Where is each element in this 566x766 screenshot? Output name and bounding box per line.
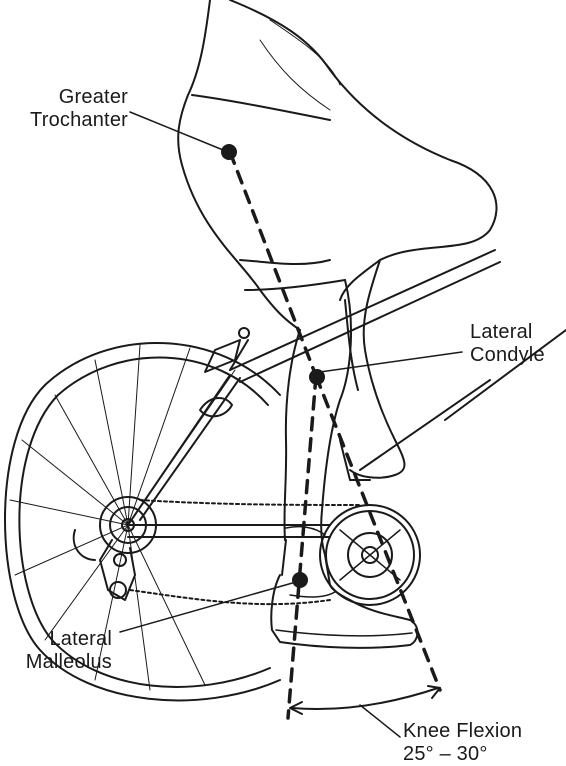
lateral-condyle-label-line2: Condyle — [470, 344, 545, 366]
alignment-lines — [228, 150, 442, 720]
greater-trochanter-dot — [221, 144, 237, 160]
arc-arrowhead-left — [289, 701, 303, 715]
greater-trochanter-label-line1: Greater — [58, 86, 128, 108]
knee-flexion-arc — [291, 687, 439, 711]
lateral-malleolus-label: Lateral Malleolus — [20, 628, 112, 674]
knee-flexion-label-line1: Knee Flexion — [403, 720, 523, 742]
lateral-malleolus-label-line2: Malleolus — [25, 651, 112, 673]
rider-thigh — [177, 0, 498, 331]
lateral-malleolus-label-line1: Lateral — [49, 628, 112, 650]
rider-near-leg — [281, 279, 353, 586]
knee-flexion-label-line2: 25° – 30° — [403, 743, 488, 765]
lateral-condyle-label-line1: Lateral — [470, 321, 533, 343]
arc-arrowhead-right — [427, 685, 441, 699]
greater-trochanter-label-line2: Trochanter — [30, 109, 128, 131]
chain — [129, 499, 361, 606]
leader-lines — [119, 111, 463, 738]
lateral-malleolus-dot — [292, 572, 308, 588]
lateral-condyle-dot — [309, 369, 325, 385]
rider-shoe — [270, 574, 419, 649]
rear-wheel — [4, 341, 281, 702]
knee-flexion-label: Knee Flexion 25° – 30° — [403, 720, 522, 766]
lateral-condyle-label: Lateral Condyle — [470, 321, 545, 367]
rider-far-leg — [339, 259, 406, 481]
rear-derailleur — [72, 496, 157, 601]
greater-trochanter-label: Greater Trochanter — [22, 86, 128, 132]
bike-frame — [127, 249, 566, 538]
